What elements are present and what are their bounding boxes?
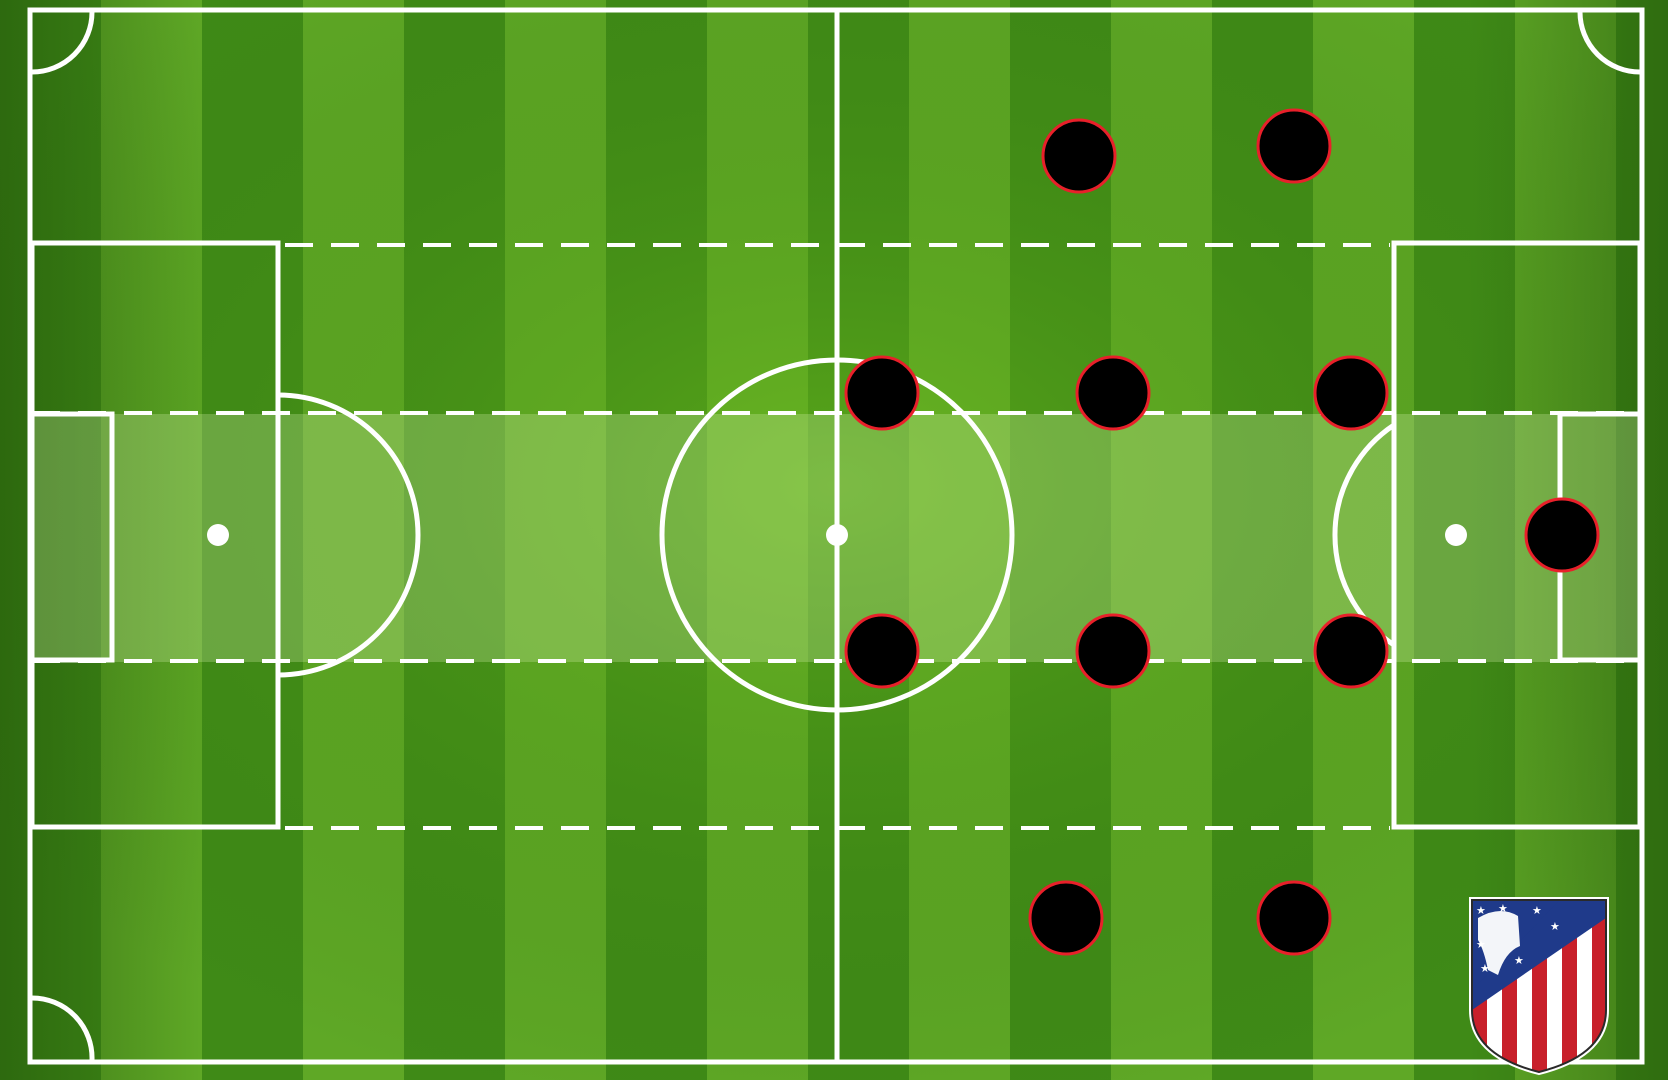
svg-text:★: ★	[1498, 902, 1508, 915]
corner-arc-top-left	[31, 11, 95, 75]
player-marker-defence-left-inner	[1313, 355, 1389, 431]
player-markers	[844, 108, 1600, 956]
player-marker-wide-left-low	[1028, 880, 1104, 956]
svg-text:★: ★	[1532, 904, 1542, 917]
player-marker-midfield-left-lower	[844, 613, 920, 689]
svg-text:★: ★	[1476, 904, 1486, 917]
center-circle	[659, 357, 1015, 713]
player-marker-right-forward-high	[1256, 108, 1332, 184]
svg-text:★: ★	[1514, 954, 1524, 967]
player-marker-midfield-left-inner	[844, 355, 920, 431]
svg-text:★: ★	[1476, 938, 1486, 951]
corner-arc-top-right	[1577, 11, 1641, 75]
player-marker-goalkeeper	[1524, 497, 1600, 573]
player-marker-midfield-center-lower	[1075, 613, 1151, 689]
right-penalty-spot	[1445, 524, 1467, 546]
left-goal-area	[29, 411, 115, 663]
atletico-madrid-crest-icon: ★ ★ ★ ★ ★ ★ ★	[1469, 897, 1609, 1076]
svg-text:★: ★	[1480, 962, 1490, 975]
left-penalty-arc	[277, 392, 421, 678]
player-marker-wide-right-low	[1256, 880, 1332, 956]
svg-text:★: ★	[1550, 920, 1560, 933]
player-marker-midfield-center-inner	[1075, 355, 1151, 431]
center-spot	[826, 524, 848, 546]
corner-arc-bottom-left	[31, 995, 95, 1061]
left-penalty-spot	[207, 524, 229, 546]
player-marker-left-forward-high	[1041, 118, 1117, 194]
player-marker-defence-right-inner	[1313, 613, 1389, 689]
